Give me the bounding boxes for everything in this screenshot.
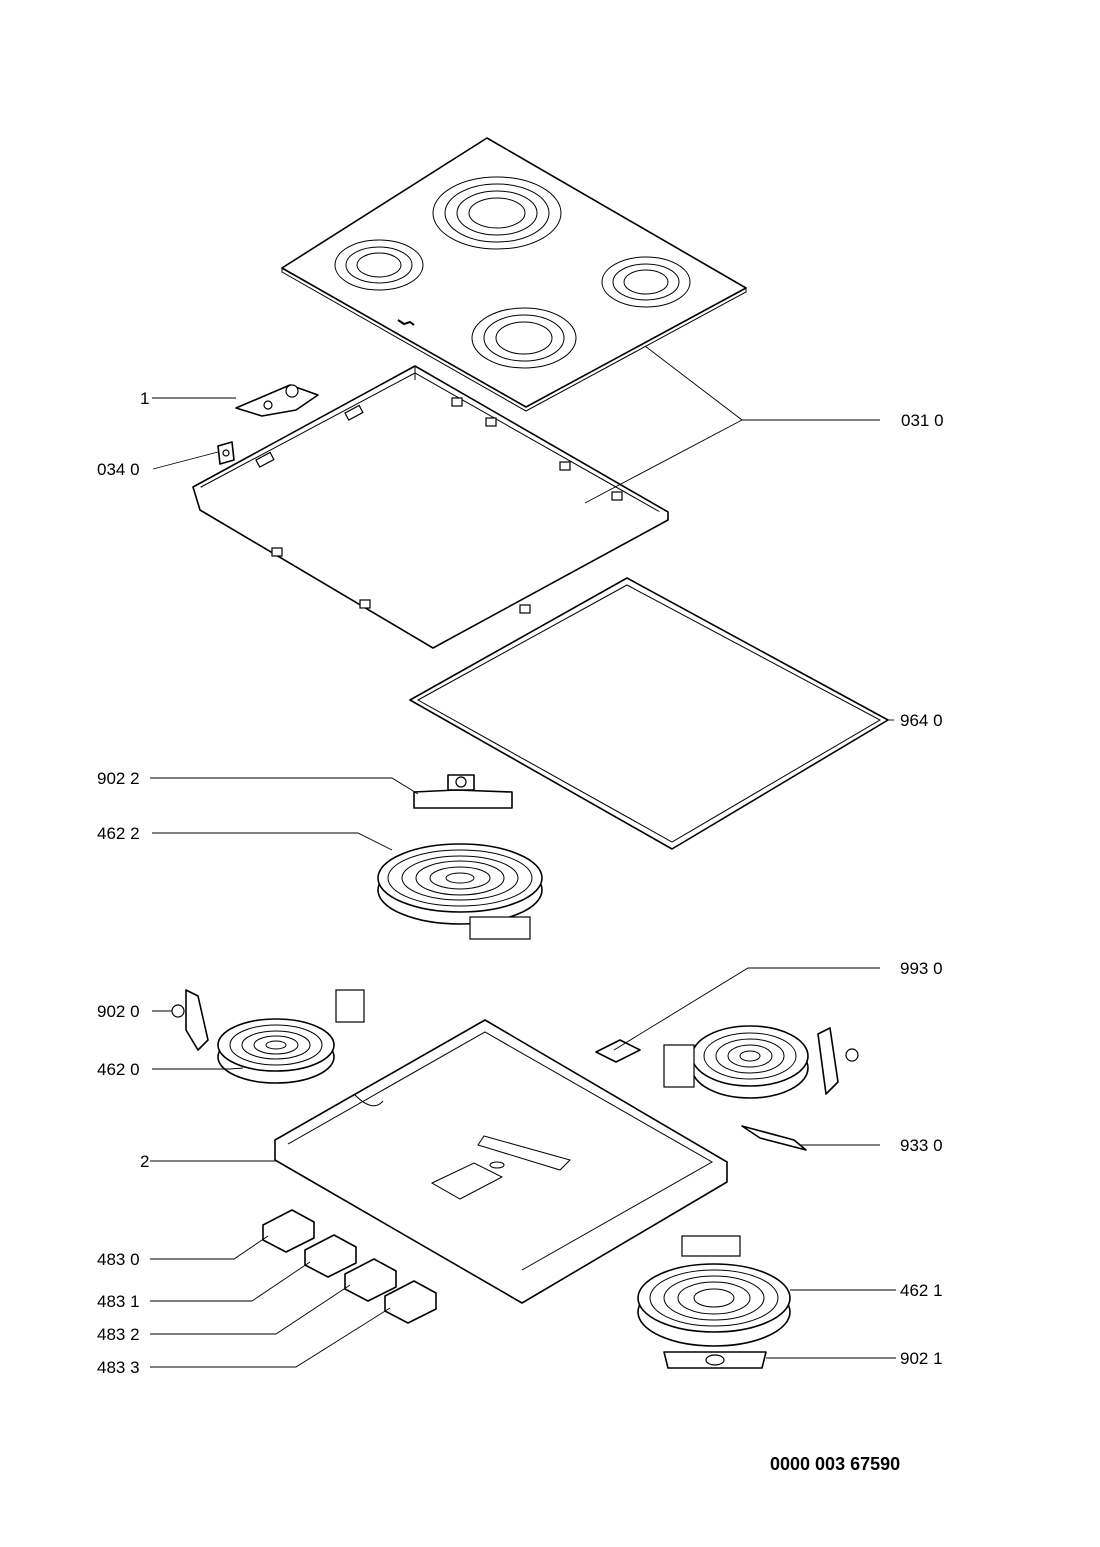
bracket-9020 — [171, 989, 209, 1051]
terminal-block-4832 — [344, 1258, 397, 1302]
bottom-housing — [274, 1019, 728, 1304]
label-9020: 902 0 — [97, 1002, 140, 1021]
drawing-code: 0000 003 67590 — [770, 1454, 900, 1474]
clip-9930 — [595, 1039, 641, 1063]
label-4830: 483 0 — [97, 1250, 140, 1269]
radiant-heater-4621 — [637, 1235, 791, 1347]
brand-logo — [397, 319, 415, 326]
label-4621: 462 1 — [900, 1281, 943, 1300]
leader-lines — [150, 345, 896, 1368]
ceramic-glass-top — [281, 137, 747, 412]
label-9022: 902 2 — [97, 769, 140, 788]
terminal-block-4831 — [304, 1234, 357, 1278]
cooktop-frame — [192, 365, 669, 649]
label-4622: 462 2 — [97, 824, 140, 843]
radiant-heater-4620 — [217, 989, 365, 1084]
label-9640: 964 0 — [900, 711, 943, 730]
label-9330: 933 0 — [900, 1136, 943, 1155]
label-1: 1 — [140, 389, 149, 408]
bracket-9022 — [413, 774, 513, 809]
thermal-limiter-9330 — [741, 1125, 807, 1151]
label-4620: 462 0 — [97, 1060, 140, 1079]
label-4832: 483 2 — [97, 1325, 140, 1344]
mounting-bracket-1 — [235, 384, 319, 417]
label-2: 2 — [140, 1152, 149, 1171]
label-4831: 483 1 — [97, 1292, 140, 1311]
radiant-heater-4622 — [377, 843, 543, 940]
cooking-zone-right — [601, 256, 691, 308]
label-4833: 483 3 — [97, 1358, 140, 1377]
cooking-zone-left — [334, 239, 424, 291]
bracket-9021 — [663, 1351, 767, 1369]
cooking-zone-rear-large — [432, 176, 562, 250]
cooking-zone-front — [471, 307, 577, 369]
label-9021: 902 1 — [900, 1349, 943, 1368]
label-0310: 031 0 — [901, 411, 944, 430]
terminal-block-4830 — [262, 1209, 315, 1253]
label-0340: 034 0 — [97, 460, 140, 479]
label-9930: 993 0 — [900, 959, 943, 978]
radiant-heater-right — [663, 1025, 809, 1099]
part-labels: 1 031 0 034 0 964 0 902 2 462 2 993 0 90… — [97, 389, 944, 1377]
bracket-right — [817, 1027, 859, 1095]
clip-0340 — [217, 441, 235, 465]
